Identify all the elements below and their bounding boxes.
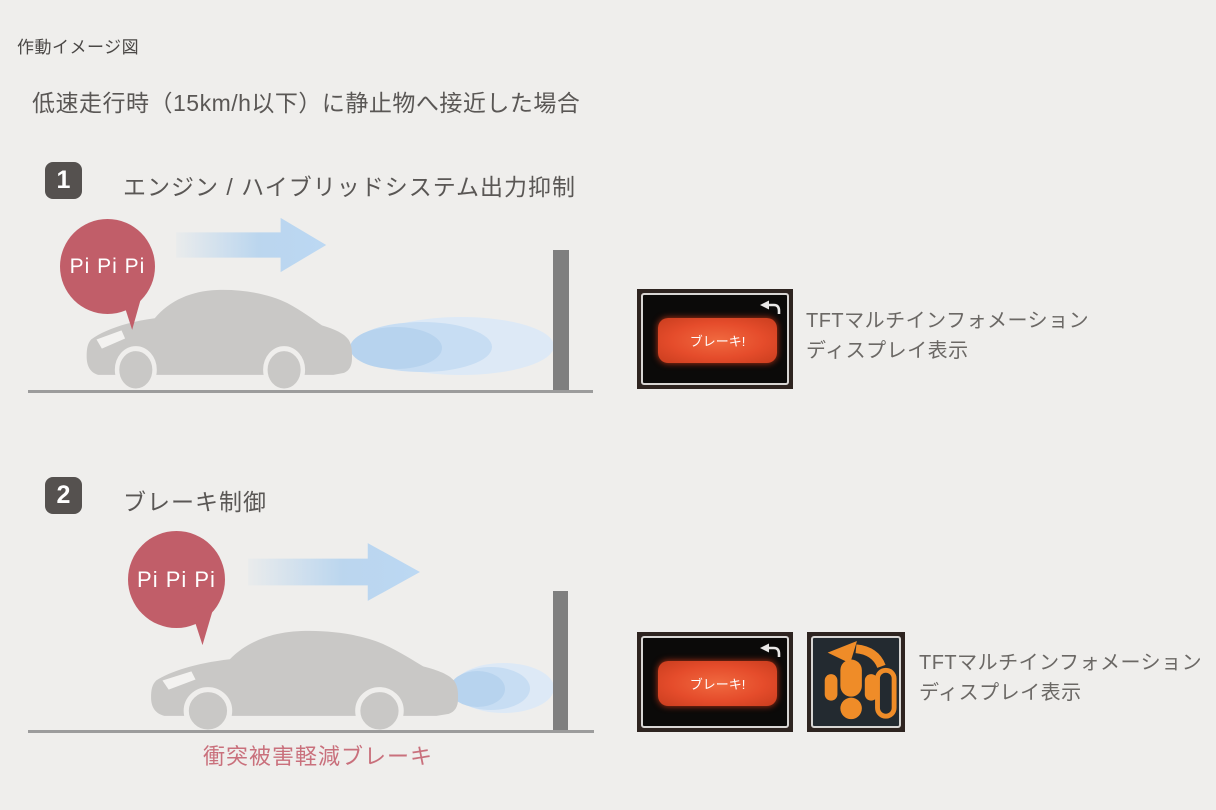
step-1-number: 1 [56, 166, 71, 194]
pole-obstacle [553, 591, 568, 732]
sensor-wave-inner [350, 327, 442, 369]
pedal-screen [811, 636, 901, 728]
step-2-number: 2 [56, 481, 71, 509]
motion-arrow-icon [176, 217, 327, 273]
step-1-badge: 1 [45, 162, 82, 199]
tft-label-line1: TFTマルチインフォメーション [806, 310, 1090, 332]
return-arrow-icon [760, 643, 781, 657]
page-title: 作動イメージ図 [17, 38, 140, 57]
tft-label-line2: ディスプレイ表示 [806, 340, 969, 362]
speech-bubble: Pi Pi Pi [128, 531, 225, 628]
brake-caption: 衝突被害軽減ブレーキ [203, 744, 434, 769]
beep-text: Pi Pi Pi [137, 566, 216, 592]
tft-screen: ブレーキ! [641, 293, 789, 385]
speech-bubble: Pi Pi Pi [60, 219, 155, 314]
pedal-display [807, 632, 905, 732]
tft-display: ブレーキ! [637, 632, 793, 732]
tft-label-line2: ディスプレイ表示 [919, 682, 1082, 704]
pole-obstacle [553, 250, 569, 391]
motion-arrow-icon [248, 543, 420, 601]
sensor-wave-inner [450, 671, 505, 707]
ground-line [28, 390, 593, 393]
tft-display: ブレーキ! [637, 289, 793, 389]
step-1-heading: エンジン / ハイブリッドシステム出力抑制 [123, 174, 577, 200]
car-illustration [86, 289, 352, 392]
brake-pedal-foot-icon [824, 640, 897, 720]
return-arrow-icon [760, 300, 781, 314]
condition-subtitle: 低速走行時（15km/h以下）に静止物へ接近した場合 [32, 90, 581, 116]
tft-display-label: TFTマルチインフォメーション ディスプレイ表示 [919, 648, 1202, 708]
brake-alert: ブレーキ! [658, 661, 777, 706]
tft-screen: ブレーキ! [641, 636, 789, 728]
step-2-heading: ブレーキ制御 [123, 489, 267, 515]
tft-display-label: TFTマルチインフォメーション ディスプレイ表示 [806, 306, 1089, 366]
car-illustration [151, 630, 458, 733]
tft-label-line1: TFTマルチインフォメーション [919, 652, 1203, 674]
ground-line [28, 730, 594, 733]
beep-text: Pi Pi Pi [69, 254, 146, 278]
step-2-badge: 2 [45, 477, 82, 514]
brake-alert: ブレーキ! [658, 318, 777, 363]
